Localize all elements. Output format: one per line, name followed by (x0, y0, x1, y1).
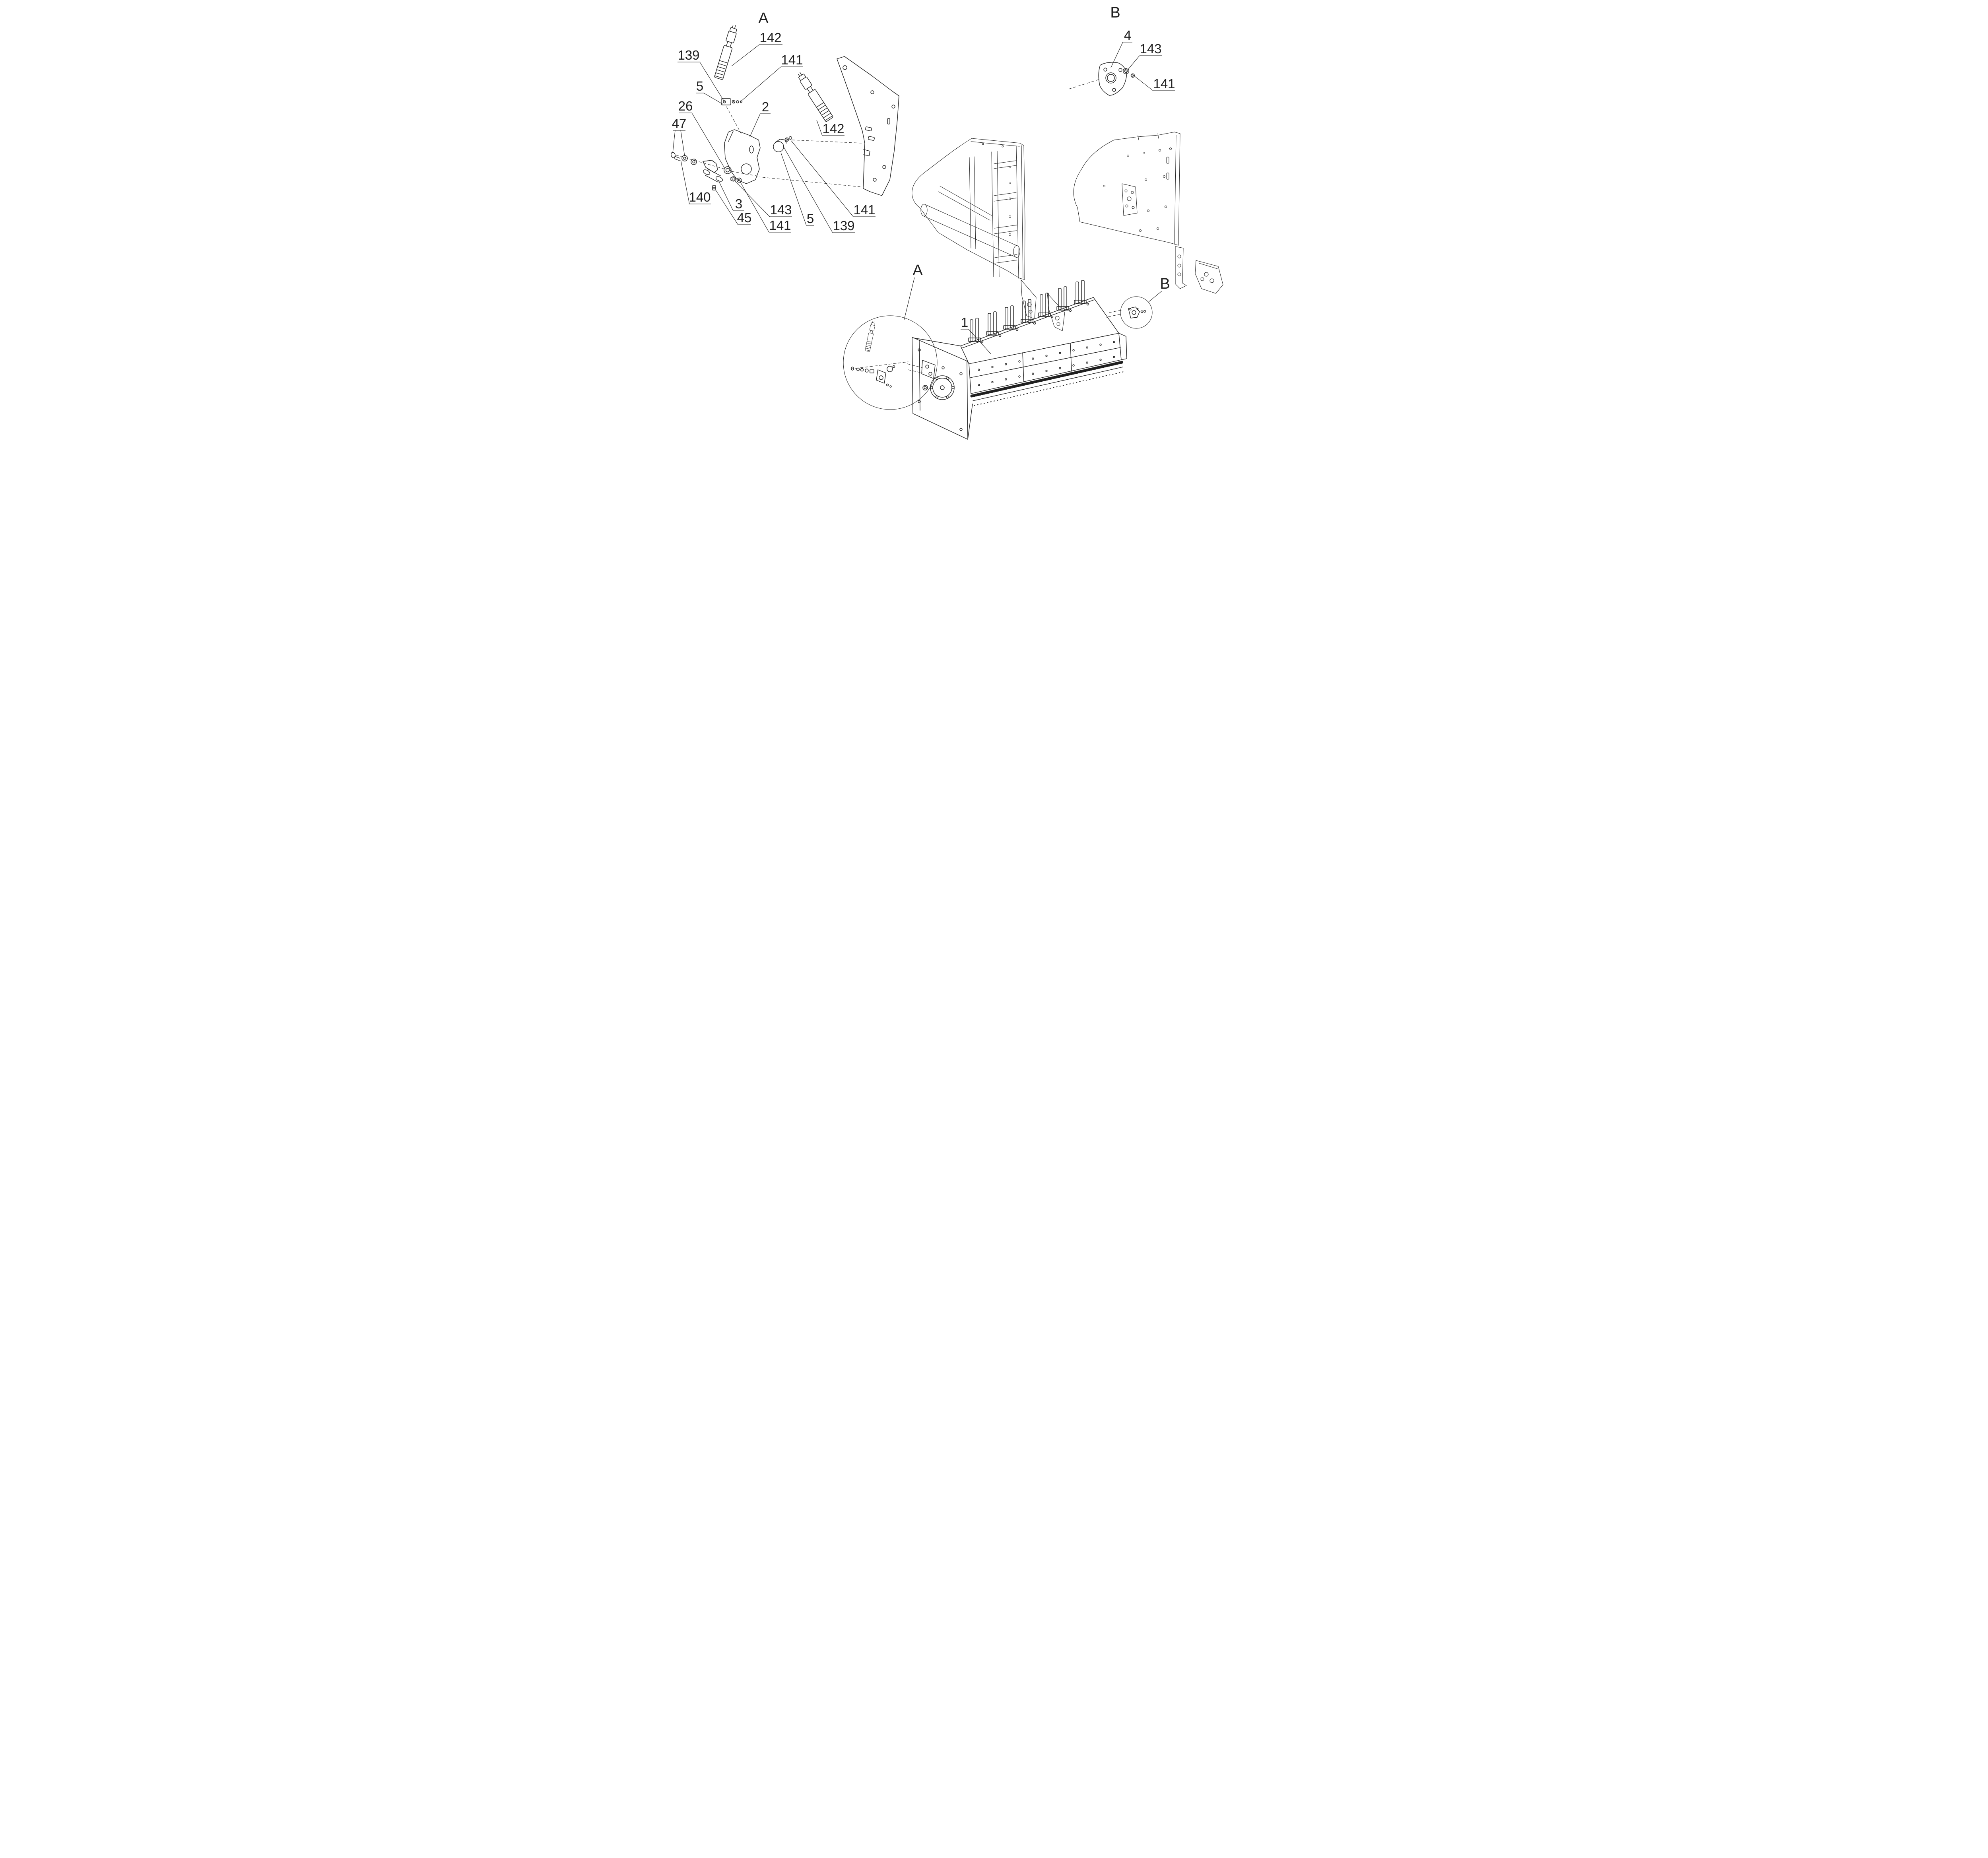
callout-part-47: 47 (672, 116, 687, 131)
detail-circle-b (1106, 296, 1153, 329)
detail-a-exploded-view (671, 23, 899, 196)
sensor-142-side (795, 70, 834, 122)
sensor-mount-block (721, 98, 743, 105)
callout-detail-b-top: B (1110, 4, 1120, 21)
nut-143-washer-141 (1123, 68, 1135, 78)
callout-part-141-lower: 141 (853, 202, 875, 217)
bracket-2 (724, 129, 761, 184)
callout-part-3: 3 (735, 196, 742, 211)
callout-detail-a-top: A (758, 10, 769, 27)
callout-part-2: 2 (762, 99, 769, 114)
callout-part-45: 45 (737, 210, 752, 225)
callout-part-139-lower: 139 (833, 218, 854, 233)
callout-part-5-lower: 5 (807, 211, 814, 226)
callout-part-141-left: 141 (769, 218, 791, 233)
spacer-nut-washer (724, 166, 742, 183)
callout-part-140: 140 (689, 190, 711, 204)
detail-b-dashed-axis (1068, 79, 1099, 89)
right-frame-panel (1073, 132, 1223, 294)
callout-part-142-top: 142 (759, 30, 781, 45)
cutterbar-assembly (912, 280, 1127, 440)
callout-part-143-left: 143 (770, 202, 792, 217)
callout-part-26: 26 (678, 99, 693, 113)
assembly-axis-dashed (726, 106, 742, 134)
callout-part-141-right: 141 (1153, 76, 1175, 91)
detail-a-dashed-axes (676, 140, 863, 187)
detail-circle-a (843, 315, 938, 410)
callout-detail-b-circle: B (1160, 276, 1170, 292)
callout-part-143-right: 143 (1140, 41, 1161, 56)
diagram-canvas: A 142 139 141 5 26 47 2 140 3 45 143 141… (665, 0, 1323, 464)
left-frame-panel (912, 138, 1065, 331)
serrated-edge (970, 361, 1124, 398)
clamp-5 (773, 136, 792, 152)
callout-detail-a-circle: A (912, 262, 923, 279)
callout-labels: A 142 139 141 5 26 47 2 140 3 45 143 141… (672, 4, 1175, 330)
lever-roller-3 (703, 160, 723, 190)
callout-part-5-top: 5 (696, 79, 703, 93)
knife-brackets (968, 280, 1089, 344)
sensor-142-top (714, 23, 740, 80)
bolt-and-washers (671, 152, 697, 165)
side-plate-fragment (837, 56, 899, 196)
detail-b-exploded-view (1068, 62, 1135, 96)
callout-part-141-top: 141 (781, 52, 803, 67)
callout-part-4: 4 (1124, 28, 1131, 43)
callout-part-1: 1 (961, 315, 968, 330)
front-face-bolts (978, 341, 1115, 386)
callout-part-142-side: 142 (822, 121, 844, 136)
callout-part-139-top: 139 (678, 48, 699, 62)
mount-plate-4 (1098, 62, 1127, 96)
callout-leaders (672, 42, 1175, 354)
